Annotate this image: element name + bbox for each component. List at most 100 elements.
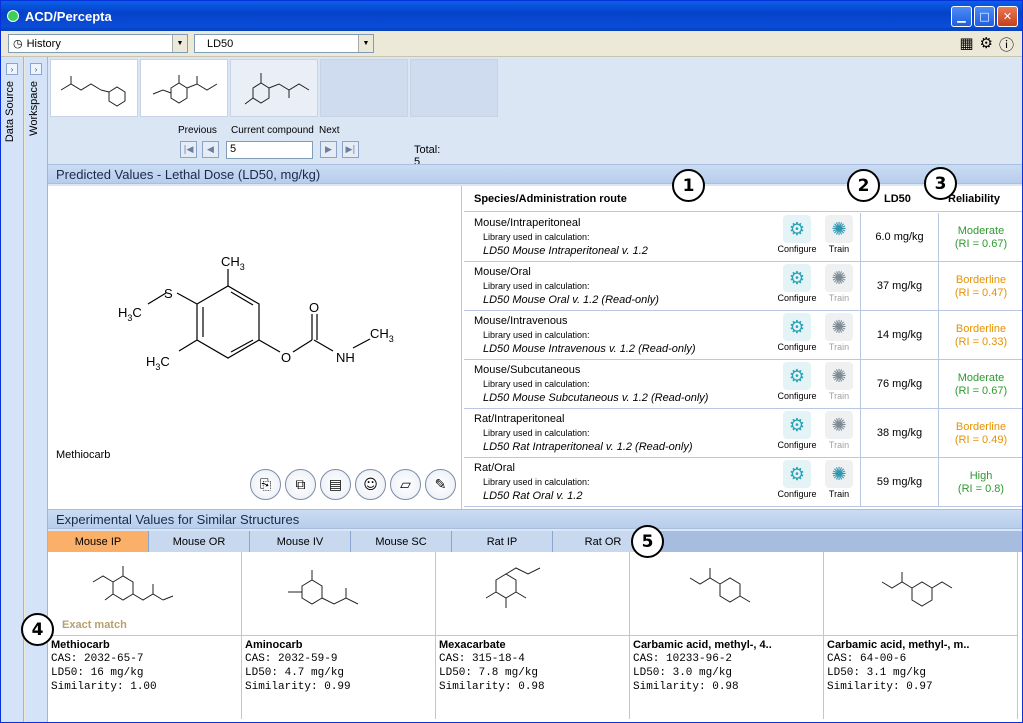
tab-mouse-or[interactable]: Mouse OR	[149, 531, 250, 552]
history-dropdown[interactable]: ◷ History ▼	[8, 34, 188, 53]
configure-label: Configure	[777, 293, 817, 303]
previous-label: Previous	[178, 125, 217, 136]
cas-number: CAS: 10233-96-2	[633, 653, 733, 665]
species-route: Mouse/Intravenous	[474, 315, 568, 327]
library-label: Library used in calculation:	[483, 477, 590, 487]
mol-atom-label: NH	[336, 350, 355, 365]
configure-label: Configure	[777, 489, 817, 499]
database-icon[interactable]: ▤	[320, 469, 351, 500]
open-folder-icon[interactable]: ▱	[390, 469, 421, 500]
structure-svg	[485, 567, 541, 608]
reliability-level: Moderate	[957, 372, 1005, 384]
tab-rat-or[interactable]: Rat OR	[553, 531, 654, 552]
reliability-level: Moderate	[957, 225, 1005, 237]
table-header: Species/Administration route LD50 Reliab…	[464, 186, 1022, 212]
first-button[interactable]: |◀	[180, 141, 197, 158]
thumbnail-2[interactable]	[140, 59, 228, 117]
cas-number: CAS: 2032-59-9	[245, 653, 338, 665]
gear-icon[interactable]: ⚙	[979, 34, 993, 52]
structure-thumbnail	[244, 73, 310, 105]
similarity: Similarity: 0.97	[827, 681, 933, 693]
train-button[interactable]: ✺Train	[819, 215, 859, 261]
predicted-section-header: Predicted Values - Lethal Dose (LD50, mg…	[48, 164, 1022, 184]
thumbnail-1[interactable]	[50, 59, 138, 117]
library-label: Library used in calculation:	[483, 379, 590, 389]
sidebar-tab-workspace[interactable]: › Workspace	[25, 57, 48, 722]
train-label: Train	[828, 244, 850, 254]
workspace-label: Workspace	[28, 81, 40, 136]
brain-icon: ✺	[825, 362, 853, 390]
structure-svg	[288, 570, 359, 605]
reliability-level: High	[969, 470, 993, 482]
callout-3: 3	[924, 167, 957, 200]
library-label: Library used in calculation:	[483, 428, 590, 438]
prediction-table: Species/Administration route LD50 Reliab…	[464, 186, 1022, 509]
experimental-title: Experimental Values for Similar Structur…	[56, 511, 300, 527]
tab-mouse-iv[interactable]: Mouse IV	[250, 531, 351, 552]
app-icon	[7, 10, 19, 22]
tab-mouse-ip[interactable]: Mouse IP	[48, 531, 149, 552]
next-button[interactable]: ▶	[320, 141, 337, 158]
configure-button[interactable]: ⚙Configure	[773, 264, 821, 310]
species-route: Mouse/Intraperitoneal	[474, 217, 581, 229]
brain-icon: ✺	[825, 460, 853, 488]
structure-thumbnail	[152, 75, 218, 104]
train-button: ✺Train	[819, 362, 859, 408]
configure-button[interactable]: ⚙Configure	[773, 460, 821, 506]
endpoint-dropdown[interactable]: LD50 ▼	[194, 34, 374, 53]
copy-image-icon[interactable]: ⧉	[285, 469, 316, 500]
configure-button[interactable]: ⚙Configure	[773, 215, 821, 261]
mol-atom-label: H3C	[146, 354, 170, 372]
compound-thumbnails	[50, 59, 498, 119]
library-label: Library used in calculation:	[483, 232, 590, 242]
configure-label: Configure	[777, 342, 817, 352]
similar-structure-card[interactable]: Carbamic acid, methyl-, 4..CAS: 10233-96…	[630, 552, 824, 719]
copy-structure-icon[interactable]: ⎘	[250, 469, 281, 500]
expand-icon[interactable]: ›	[6, 63, 18, 75]
last-button[interactable]: ▶|	[342, 141, 359, 158]
configure-button[interactable]: ⚙Configure	[773, 411, 821, 457]
calculator-icon[interactable]: ▦	[959, 34, 974, 52]
tab-mouse-sc[interactable]: Mouse SC	[351, 531, 452, 552]
train-button: ✺Train	[819, 411, 859, 457]
train-label: Train	[828, 342, 850, 352]
chevron-down-icon[interactable]: ▼	[172, 35, 187, 52]
species-route: Mouse/Subcutaneous	[474, 364, 581, 376]
configure-button[interactable]: ⚙Configure	[773, 313, 821, 359]
minimize-button[interactable]: ▁	[951, 6, 972, 27]
gear-icon: ⚙	[783, 313, 811, 341]
mol-atom-label: O	[281, 350, 291, 365]
reliability-index: (RI = 0.8)	[957, 483, 1005, 495]
train-button[interactable]: ✺Train	[819, 460, 859, 506]
expand-icon[interactable]: ›	[30, 63, 42, 75]
previous-button[interactable]: ◀	[202, 141, 219, 158]
current-compound-input[interactable]: 5	[226, 141, 313, 159]
sidebar-tab-data-source[interactable]: › Data Source	[1, 57, 24, 722]
tab-rat-ip[interactable]: Rat IP	[452, 531, 553, 552]
callout-5: 5	[631, 525, 664, 558]
info-icon[interactable]: ⓘ	[998, 36, 1014, 54]
gear-icon: ⚙	[783, 264, 811, 292]
chevron-down-icon[interactable]: ▼	[358, 35, 373, 52]
ld50-experimental: LD50: 7.8 mg/kg	[439, 667, 539, 679]
window-title: ACD/Percepta	[25, 8, 112, 24]
close-button[interactable]: ✕	[997, 6, 1018, 27]
reliability: High(RI = 0.8)	[940, 470, 1022, 496]
configure-button[interactable]: ⚙Configure	[773, 362, 821, 408]
maximize-button[interactable]: □	[974, 6, 995, 27]
structure-drawing	[824, 552, 1018, 636]
current-label: Current compound	[231, 125, 314, 136]
data-source-label: Data Source	[4, 81, 16, 143]
exact-match-label: Exact match	[62, 619, 127, 631]
reliability-level: Borderline	[955, 323, 1007, 335]
thumbnail-3[interactable]	[230, 59, 318, 117]
train-button: ✺Train	[819, 264, 859, 310]
smiley-icon[interactable]: ☺	[355, 469, 386, 500]
edit-pencil-icon[interactable]: ✎	[425, 469, 456, 500]
